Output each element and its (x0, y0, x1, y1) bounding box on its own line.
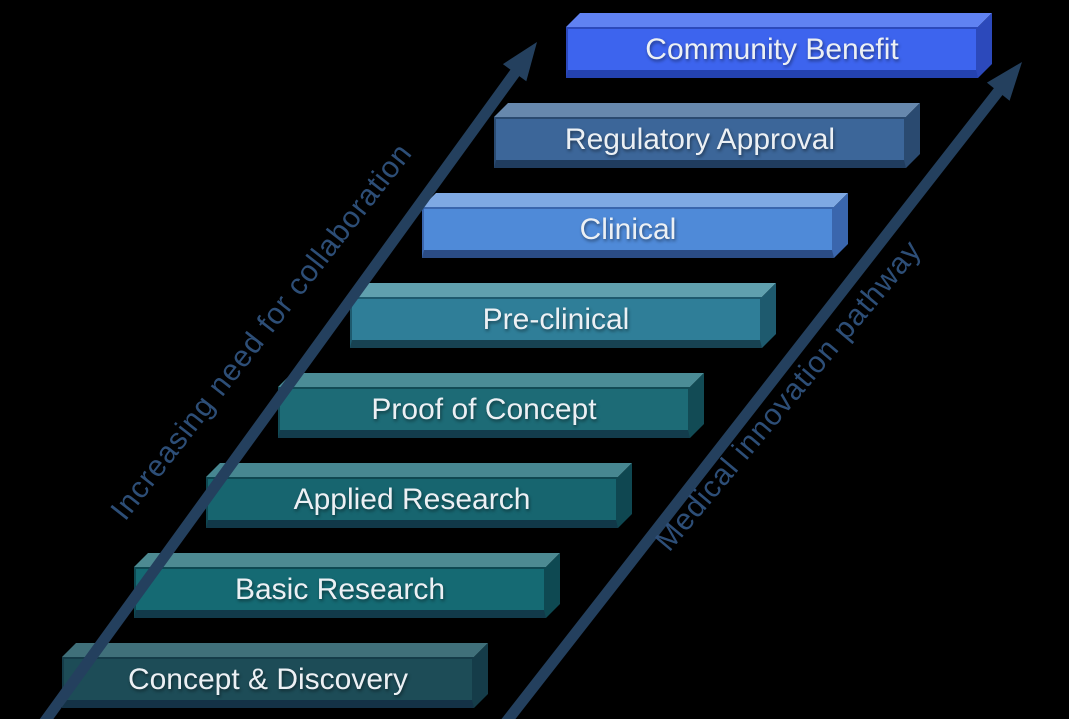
stage-bar-concept-discovery: Concept & Discovery (62, 643, 488, 708)
stage-label: Applied Research (293, 482, 531, 516)
bar-top-face (134, 553, 560, 567)
bar-top-face (422, 193, 848, 207)
bar-top-face (494, 103, 920, 117)
bar-front-face: Proof of Concept (278, 387, 690, 438)
stage-label: Regulatory Approval (564, 122, 836, 156)
bar-front-face: Concept & Discovery (62, 657, 474, 708)
stage-bar-clinical: Clinical (422, 193, 848, 258)
stage-bar-community-benefit: Community Benefit (566, 13, 992, 78)
stage-label: Community Benefit (645, 32, 899, 66)
bar-top-face (566, 13, 992, 27)
stage-label: Pre-clinical (482, 302, 630, 336)
bar-top-face (206, 463, 632, 477)
stage-bar-applied-research: Applied Research (206, 463, 632, 528)
stage-label: Concept & Discovery (127, 662, 409, 696)
stage-label: Basic Research (234, 572, 446, 606)
stage-label: Clinical (579, 212, 677, 246)
bar-side-face (978, 13, 992, 78)
bar-front-face: Basic Research (134, 567, 546, 618)
bar-top-face (350, 283, 776, 297)
stage-bar-proof-of-concept: Proof of Concept (278, 373, 704, 438)
stage-bar-pre-clinical: Pre-clinical (350, 283, 776, 348)
bar-front-face: Pre-clinical (350, 297, 762, 348)
stage-bar-basic-research: Basic Research (134, 553, 560, 618)
bar-top-face (62, 643, 488, 657)
bar-top-face (278, 373, 704, 387)
bar-front-face: Regulatory Approval (494, 117, 906, 168)
stage-bar-regulatory-approval: Regulatory Approval (494, 103, 920, 168)
bar-front-face: Clinical (422, 207, 834, 258)
bar-front-face: Applied Research (206, 477, 618, 528)
bar-front-face: Community Benefit (566, 27, 978, 78)
stage-label: Proof of Concept (371, 392, 597, 426)
